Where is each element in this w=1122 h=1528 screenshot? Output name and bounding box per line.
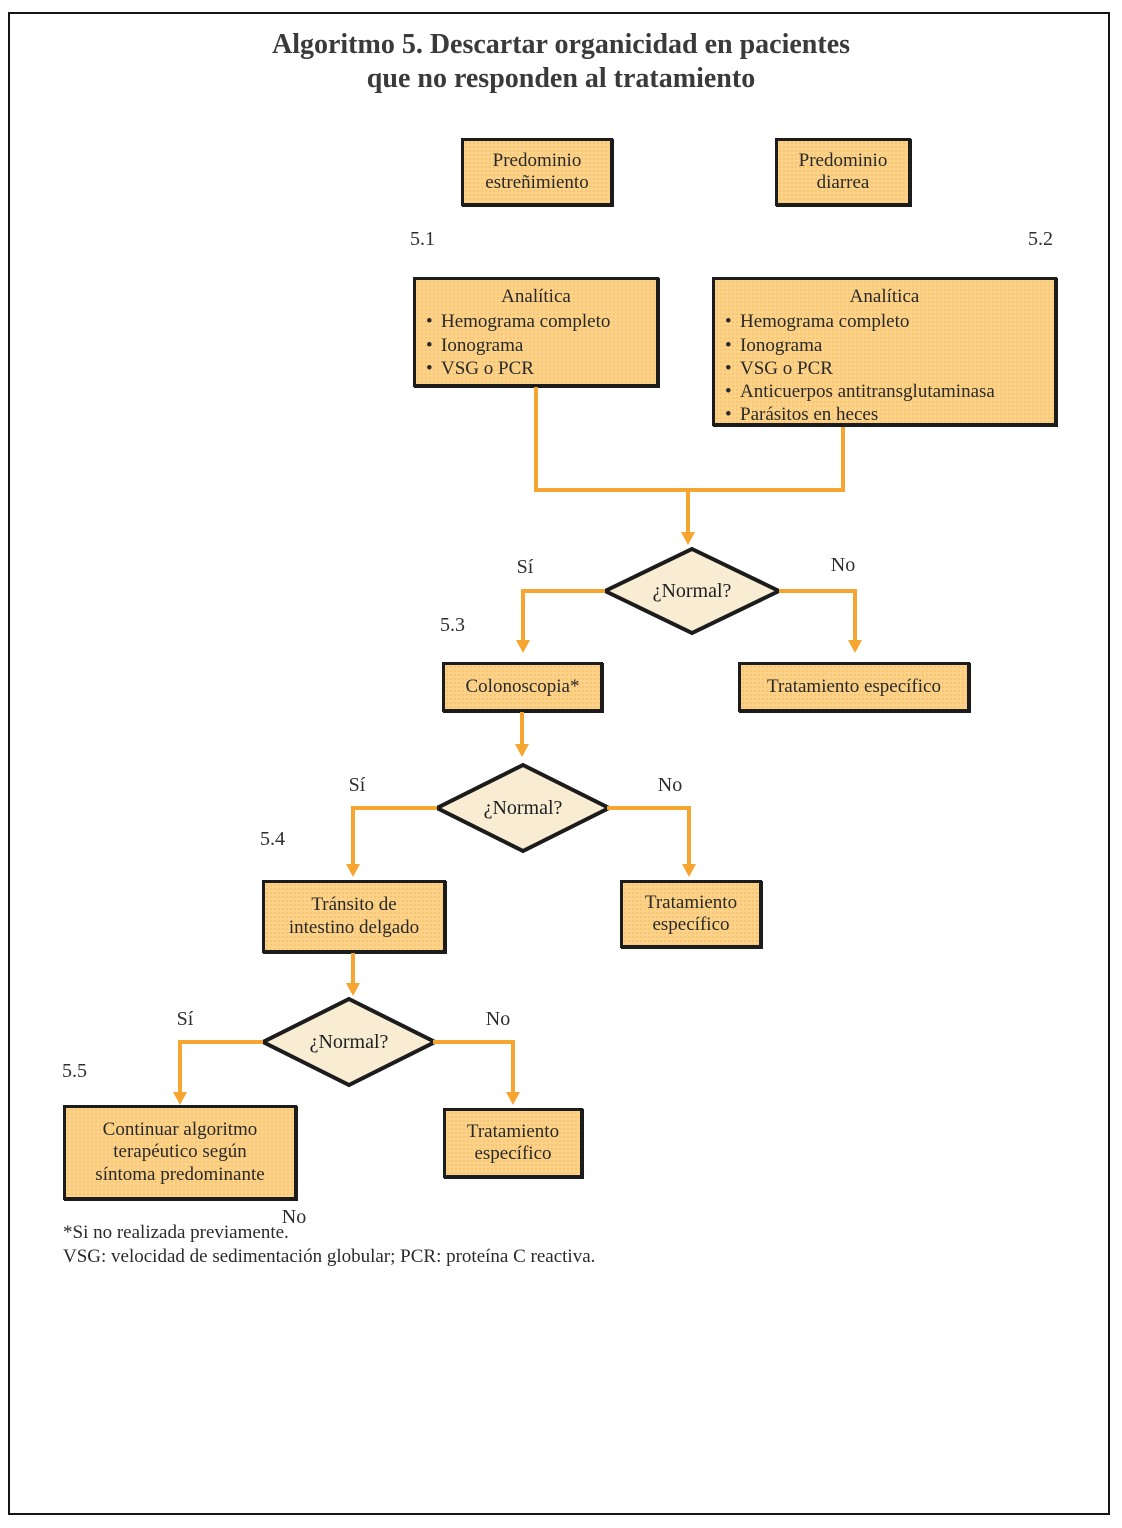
page-border (8, 12, 1110, 1515)
connector-line (178, 1040, 182, 1092)
node-transito-intestino: Tránsito de intestino delgado (262, 880, 446, 953)
node-predominio-estrenimiento: Predominio estreñimiento (461, 138, 613, 206)
node-analitica-diarrea: Analítica Hemograma completo Ionograma V… (712, 277, 1057, 426)
connector-line (511, 1040, 515, 1092)
list-item: Hemograma completo (424, 310, 648, 333)
arrowhead-down (346, 864, 360, 877)
step-label-5-1: 5.1 (410, 228, 435, 250)
connector-line (433, 1040, 515, 1044)
step-label-5-4: 5.4 (260, 828, 285, 850)
connector-line (351, 953, 355, 983)
connector-line (351, 806, 437, 810)
connector-line (607, 806, 691, 810)
list-item: Hemograma completo (723, 310, 1046, 333)
list-item: Anticuerpos antitransglutaminasa (723, 380, 1046, 403)
footnote-asterisk: *Si no realizada previamente. (63, 1222, 289, 1243)
connector-line (178, 1040, 263, 1044)
connector-line (351, 806, 355, 864)
node-analitica-estrenimiento: Analítica Hemograma completo Ionograma V… (413, 277, 659, 387)
analitica-heading: Analítica (501, 286, 571, 307)
arrowhead-down (346, 983, 360, 996)
connector-line (853, 589, 857, 640)
step-label-5-3: 5.3 (440, 614, 465, 636)
arrowhead-down (848, 640, 862, 653)
decision-normal-1: ¿Normal? (601, 546, 783, 636)
connector-line (521, 589, 605, 593)
connector-line (534, 387, 538, 492)
decision-label: ¿Normal? (309, 1030, 389, 1053)
step-label-5-5: 5.5 (62, 1060, 87, 1082)
decision-label: ¿Normal? (483, 796, 563, 819)
list-item: Ionograma (424, 334, 648, 357)
footnote-abbreviations: VSG: velocidad de sedimentación globular… (63, 1246, 596, 1267)
arrowhead-down (682, 864, 696, 877)
list-item: Parásitos en heces (723, 403, 1046, 426)
arrowhead-down (681, 532, 695, 545)
branch-label-yes: Sí (176, 1008, 194, 1030)
arrowhead-down (173, 1092, 187, 1105)
branch-label-yes: Sí (516, 556, 534, 578)
connector-line (779, 589, 857, 593)
decision-normal-3: ¿Normal? (259, 996, 439, 1088)
analitica-list: Hemograma completo Ionograma VSG o PCR (424, 310, 648, 380)
node-continuar-algoritmo: Continuar algoritmo terapéutico según sí… (63, 1105, 297, 1200)
analitica-list: Hemograma completo Ionograma VSG o PCR A… (723, 310, 1046, 426)
branch-label-no: No (830, 554, 856, 576)
connector-line (686, 490, 690, 532)
analitica-heading: Analítica (849, 286, 920, 307)
connector-line (521, 589, 525, 640)
step-label-5-2: 5.2 (1028, 228, 1053, 250)
arrowhead-down (516, 640, 530, 653)
decision-label: ¿Normal? (652, 579, 732, 602)
arrowhead-down (506, 1092, 520, 1105)
node-tratamiento-especifico-2: Tratamiento específico (620, 880, 762, 948)
node-predominio-diarrea: Predominio diarrea (775, 138, 911, 206)
node-tratamiento-especifico-1: Tratamiento específico (738, 662, 970, 712)
branch-label-yes: Sí (348, 774, 366, 796)
branch-label-no: No (485, 1008, 511, 1030)
list-item: VSG o PCR (424, 357, 648, 380)
connector-line (841, 427, 845, 492)
connector-line (687, 806, 691, 864)
decision-normal-2: ¿Normal? (433, 762, 613, 854)
connector-line (520, 712, 524, 744)
branch-label-no: No (657, 774, 683, 796)
node-tratamiento-especifico-3: Tratamiento específico (443, 1108, 583, 1178)
list-item: Ionograma (723, 334, 1046, 357)
arrowhead-down (515, 744, 529, 757)
page-title: Algoritmo 5. Descartar organicidad en pa… (271, 29, 851, 95)
list-item: VSG o PCR (723, 357, 1046, 380)
node-colonoscopia: Colonoscopia* (442, 662, 603, 712)
stray-no-label: No (281, 1206, 307, 1228)
